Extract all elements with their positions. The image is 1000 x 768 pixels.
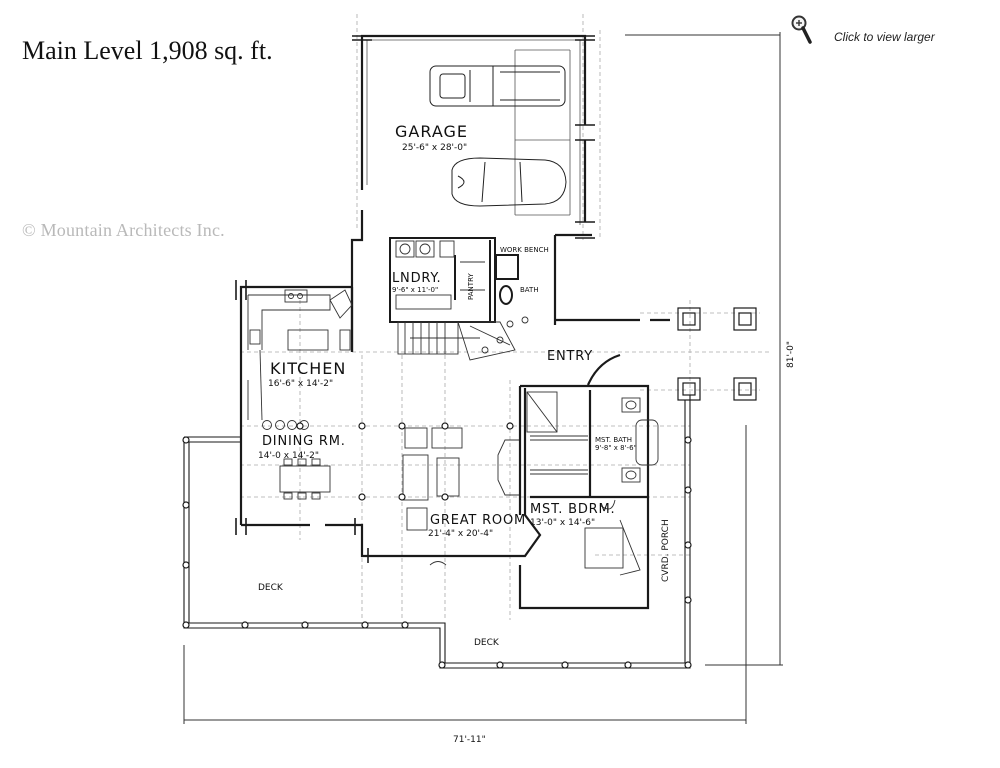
great-room-size: 21'-4" x 20'-4" xyxy=(428,529,493,539)
kitchen-log-ends xyxy=(235,280,369,563)
great-room-walls xyxy=(405,388,542,558)
entry-walls xyxy=(555,318,670,386)
depth-dimension: 81'-0" xyxy=(786,341,796,368)
staircase xyxy=(397,316,529,361)
page-title: Main Level 1,908 sq. ft. xyxy=(22,36,273,65)
dining-label: DINING RM. xyxy=(262,434,346,449)
pantry-label: PANTRY xyxy=(467,273,475,300)
entry-label: ENTRY xyxy=(547,349,593,364)
kitchen-counters xyxy=(247,289,353,421)
mst-bath-label: MST. BATH xyxy=(595,436,632,444)
width-dimension: 71'-11" xyxy=(453,735,486,745)
view-larger-label[interactable]: Click to view larger xyxy=(834,30,935,44)
copyright-watermark: © Mountain Architects Inc. xyxy=(22,220,225,240)
car-icon xyxy=(451,157,567,207)
garage-size: 25'-6" x 28'-0" xyxy=(402,143,467,153)
dining-size: 14'-0 x 14'-2" xyxy=(258,451,319,461)
great-room-label: GREAT ROOM xyxy=(430,513,526,528)
deck-posts xyxy=(182,422,692,669)
kitchen-size: 16'-6" x 14'-2" xyxy=(268,379,333,389)
magnifier-icon[interactable] xyxy=(790,14,816,46)
mst-bdrm-label: MST. BDRM. xyxy=(530,502,615,517)
kitchen-walls xyxy=(239,285,405,558)
master-fixtures xyxy=(526,391,659,576)
work-bench-label: WORK BENCH xyxy=(500,246,549,254)
garage-wall-inner xyxy=(366,39,581,225)
garage-label: GARAGE xyxy=(395,122,468,141)
laundry-label: LNDRY. xyxy=(392,271,441,286)
deck-bottom-label: DECK xyxy=(474,638,500,648)
laundry-fixtures xyxy=(395,240,485,310)
kitchen-label: KITCHEN xyxy=(270,359,346,378)
dimension-lines xyxy=(183,32,783,724)
truck-icon xyxy=(429,65,566,107)
porch-posts xyxy=(677,307,757,401)
bath-label: BATH xyxy=(520,286,539,294)
mst-bdrm-size: 13'-0" x 14'-6" xyxy=(530,518,595,528)
cvrd-porch-label: CVRD. PORCH xyxy=(661,519,671,582)
master-suite-walls xyxy=(518,384,650,610)
deck-left-label: DECK xyxy=(258,583,284,593)
deck-outline xyxy=(183,395,691,669)
laundry-size: 9'-6" x 11'-0" xyxy=(392,286,438,294)
mst-bath-size: 9'-8" x 8'-6" xyxy=(595,444,637,452)
view-larger-link[interactable]: Click to view larger xyxy=(790,14,935,46)
great-room-furniture xyxy=(402,427,521,566)
room-labels: GARAGE 25'-6" x 28'-0" LNDRY. 9'-6" x 11… xyxy=(258,122,796,745)
garage-walls xyxy=(350,34,592,352)
garage-log-ends xyxy=(352,35,595,239)
